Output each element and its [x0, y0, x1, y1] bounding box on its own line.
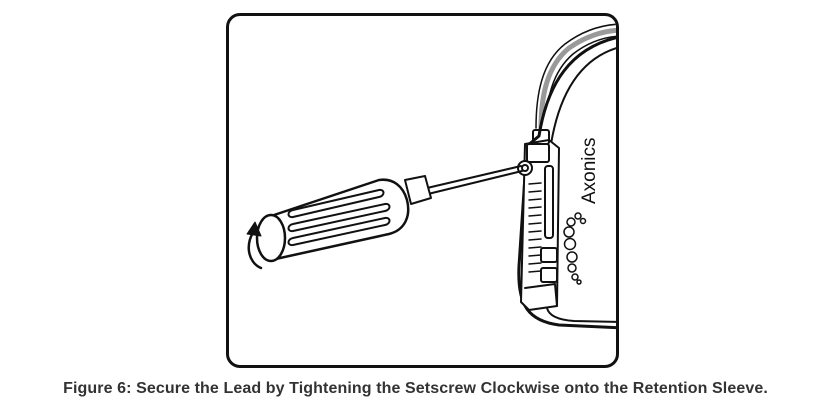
neurostimulator-device-icon: Axonics	[517, 36, 616, 330]
device-brand-label: Axonics	[579, 137, 600, 204]
screwdriver-icon	[255, 165, 523, 263]
figure-caption: Figure 6: Secure the Lead by Tightening …	[63, 380, 768, 397]
setscrew-icon	[517, 160, 533, 176]
figure-illustration: Axonics	[246, 23, 616, 330]
figure-illustration-frame: Axonics	[226, 13, 619, 368]
clockwise-arrow-icon	[246, 221, 263, 270]
lead-wire	[538, 27, 616, 131]
